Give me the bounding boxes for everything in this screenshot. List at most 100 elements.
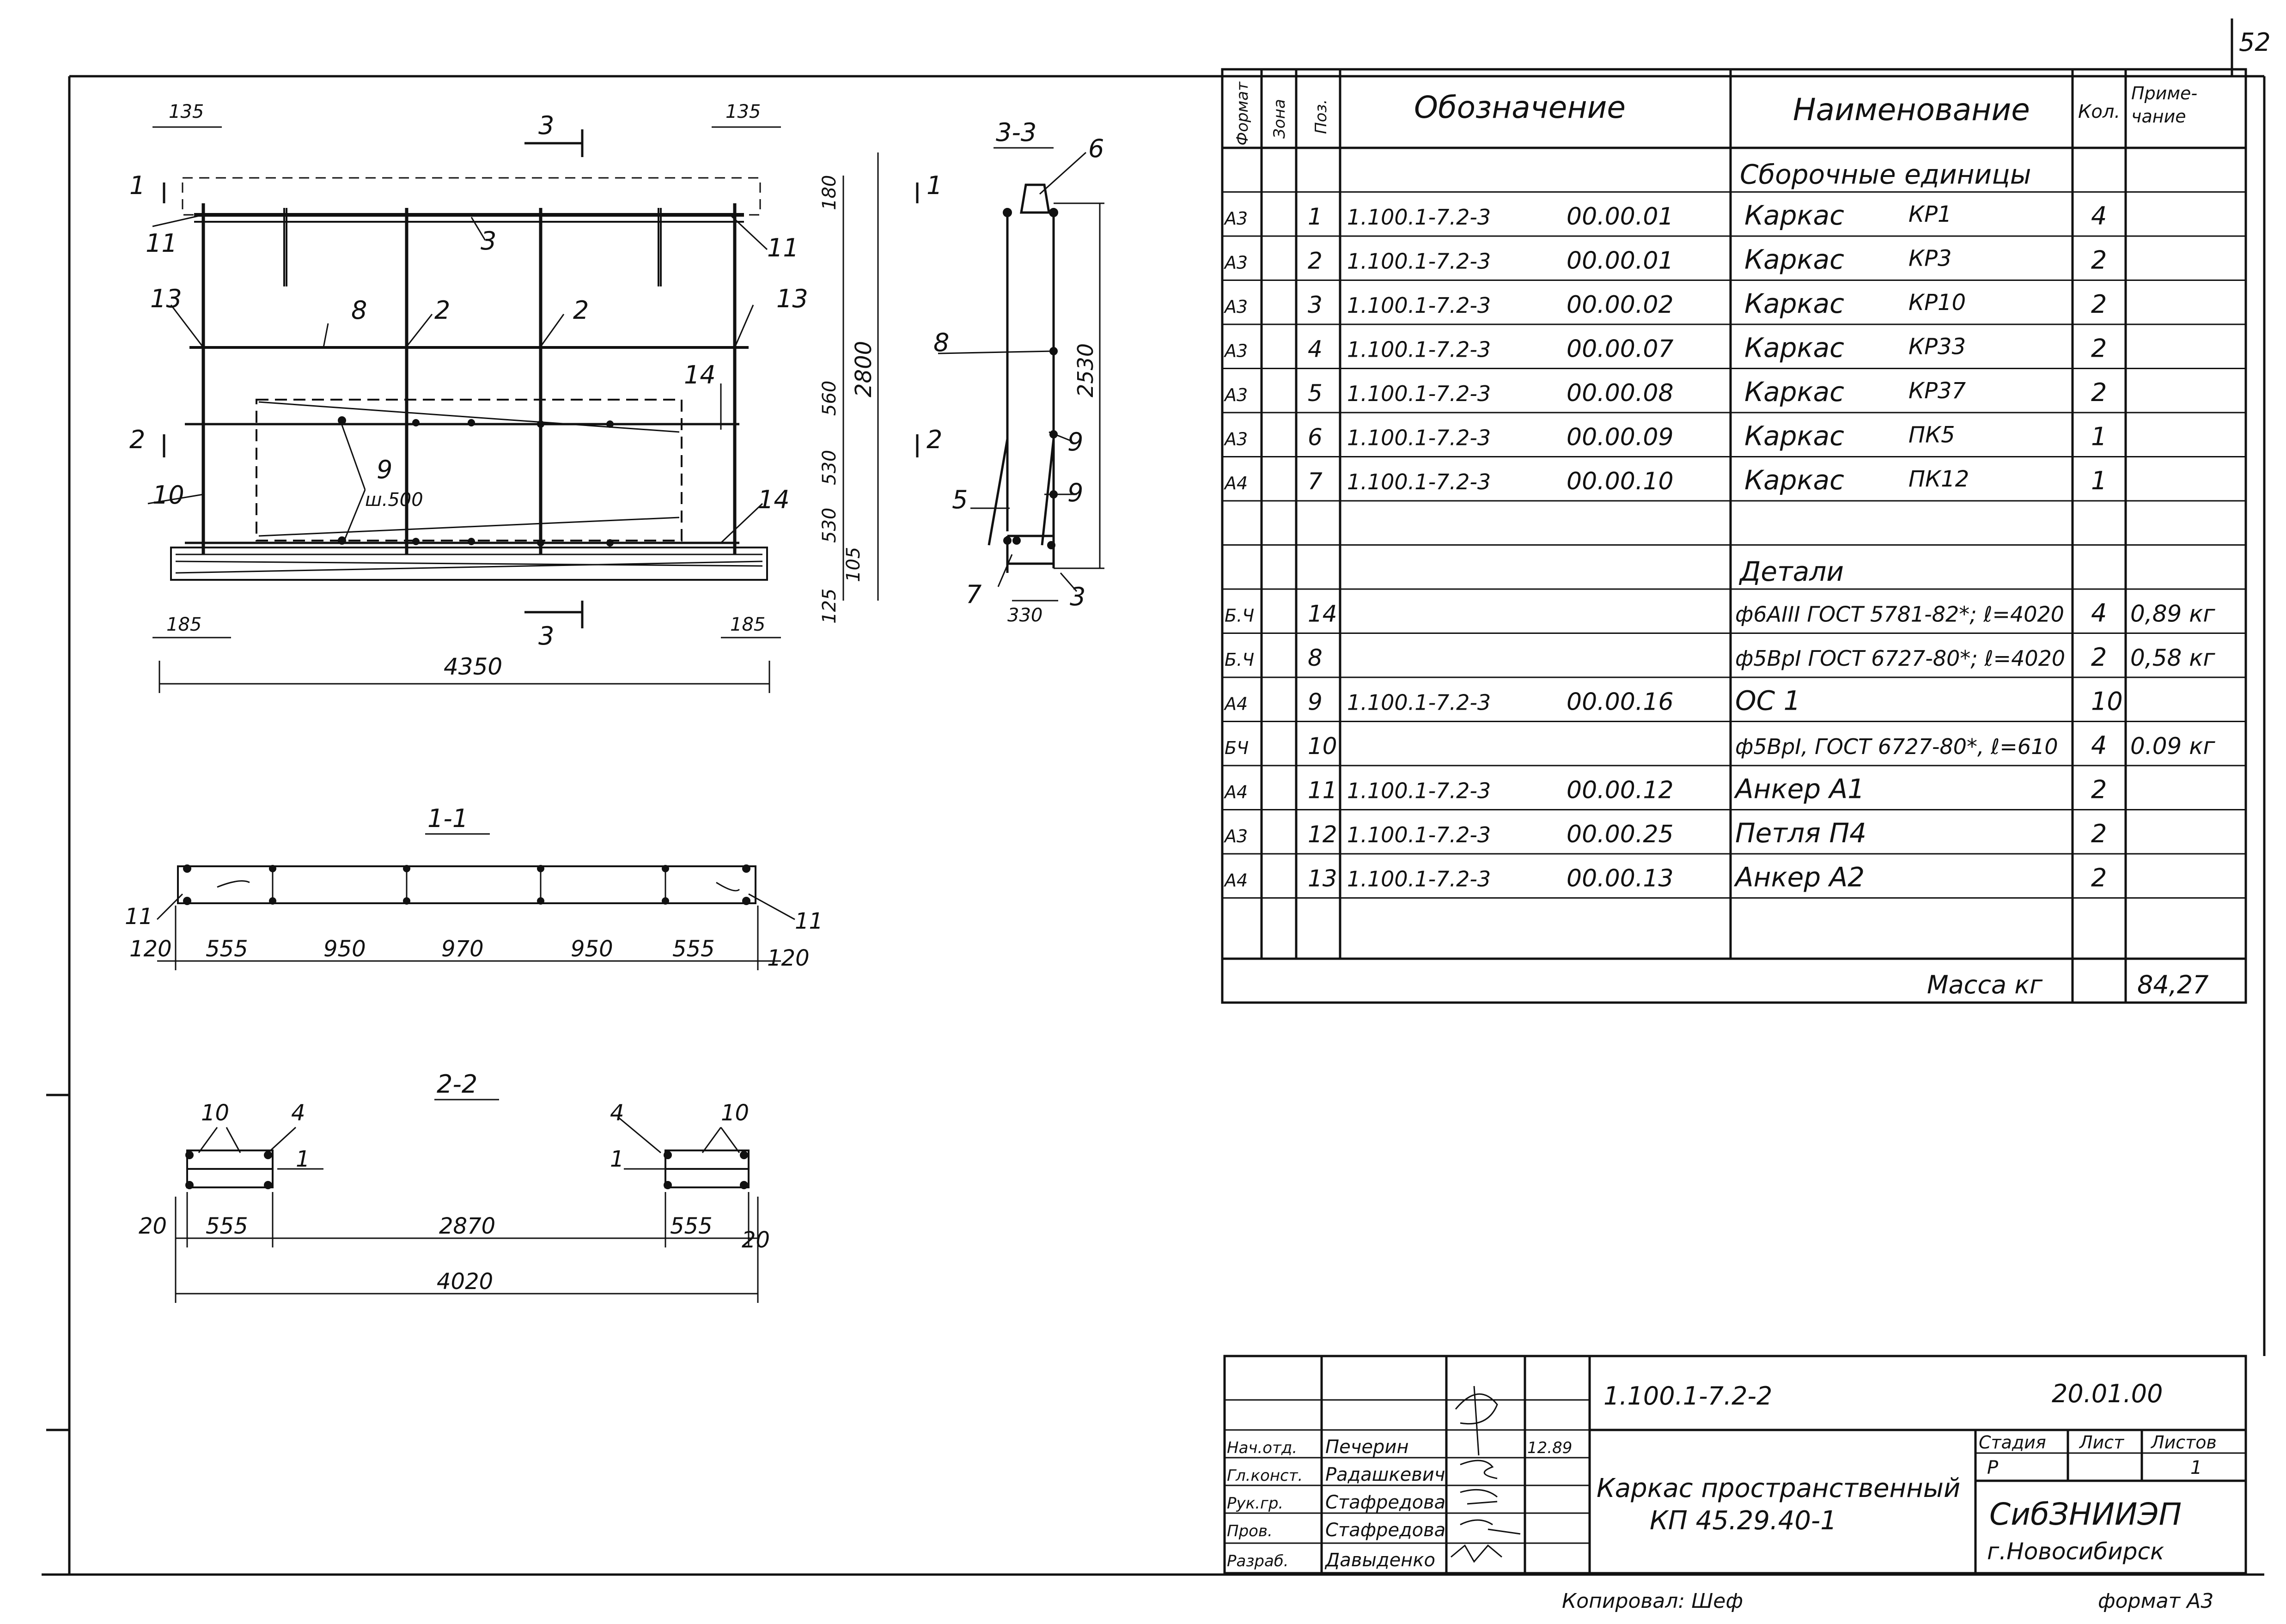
spec-mark: КР33 [1908,334,1966,360]
pitch-note: ш.500 [365,489,423,511]
spec-format: А4 [1223,782,1248,803]
spec-format: А3 [1223,208,1248,229]
section-1-1-texts: 1-1 11 11 120 555 950 970 950 555 120 [125,804,823,971]
spec-designation-code: 00.00.08 [1567,379,1674,407]
mass-value: 84,27 [2137,970,2209,999]
pos-11-s11-left: 11 [125,904,153,930]
spec-format: А4 [1223,473,1248,493]
dim-top-right: 135 [725,101,761,122]
spec-designation-code: 00.00.12 [1567,777,1674,804]
spec-pos: 2 [1308,248,1323,274]
section-mark-3-top: 3 [538,111,554,140]
dim-2530: 2530 [1073,343,1098,397]
col-note: Приме-чание [2131,83,2197,127]
dim-s22-4020: 4020 [437,1269,493,1295]
pos-1-s22-left: 1 [296,1146,310,1172]
sign-date: 12.89 [1527,1439,1572,1457]
org-name: СибЗНИИЭП [1989,1496,2182,1532]
spec-pos: 13 [1308,865,1337,892]
spec-designation-code: 00.00.09 [1567,424,1674,451]
spec-mark: КР37 [1908,378,1966,404]
spec-designation: 1.100.1-7.2-3 [1347,337,1491,362]
name-2: Радашкевич [1325,1464,1445,1485]
spec-format: БЧ [1225,738,1249,758]
title-block [1223,1355,2247,1575]
pos-6: 6 [1088,134,1104,163]
plan-bottom-beam [170,547,768,581]
plan-view [147,126,919,693]
dim-s11-950-left: 950 [323,936,366,962]
doc-date: 20.01.00 [2052,1379,2163,1408]
spec-mark: КР3 [1908,246,1952,272]
spec-name: ф5ВрI, ГОСТ 6727-80*, ℓ=610 [1735,734,2058,759]
copied-by: Копировал: Шеф [1562,1589,1743,1613]
spec-pos: 8 [1308,645,1323,671]
pos-11-s11-right: 11 [795,908,823,934]
product-line2: КП 45.29.40-1 [1650,1506,1837,1536]
spec-mark: ПК12 [1908,466,1969,492]
spec-pos: 10 [1308,733,1337,760]
dim-overall-4350: 4350 [444,653,502,680]
section-1-1-title: 1-1 [427,804,468,833]
role-dev: Разраб. [1227,1552,1289,1570]
dim-s11-120-left: 120 [129,936,172,962]
section-3-3-view [938,147,1104,602]
spec-name: Каркас [1744,332,1844,364]
section-mark-1-left: 1 [129,171,145,200]
spec-qty: 2 [2091,643,2107,672]
spec-designation: 1.100.1-7.2-3 [1347,469,1491,494]
dim-s22-20-left: 20 [139,1213,167,1239]
spec-designation-code: 00.00.01 [1567,203,1674,231]
spec-pos: 14 [1308,601,1337,627]
section-3-3-title: 3-3 [996,118,1036,147]
dim-s11-555-right: 555 [672,936,715,962]
org-city: г.Новосибирск [1987,1538,2164,1565]
spec-pos: 11 [1308,777,1337,804]
spec-designation: 1.100.1-7.2-3 [1347,293,1491,318]
name-4: Стафредова [1325,1520,1445,1541]
section-mark-3-bottom: 3 [538,621,554,651]
dim-height-2800: 2800 [851,341,877,397]
spec-name: Анкер А2 [1733,862,1865,893]
pos-8-section: 8 [933,328,949,357]
name-1: Печерин [1325,1436,1408,1458]
col-qty: Кол. [2078,101,2120,122]
spec-note: 0,89 кг [2130,601,2215,627]
spec-qty: 4 [2091,201,2107,231]
col-designation: Обозначение [1414,90,1626,125]
plan-texts: 3 3 1 1 2 2 135 135 185 185 4350 180 560… [129,101,942,680]
spec-name: Каркас [1744,288,1844,319]
dim-right-530b: 530 [819,508,840,543]
pos-14-bottom: 14 [758,485,790,514]
sheets-label: Листов [2150,1432,2217,1453]
spec-designation: 1.100.1-7.2-3 [1347,822,1491,847]
spec-designation: 1.100.1-7.2-3 [1347,426,1491,450]
dim-s22-555-left: 555 [206,1213,248,1239]
name-5: Давыденко [1324,1550,1435,1571]
role-head: Нач.отд. [1227,1439,1297,1457]
spec-name: ф6АIII ГОСТ 5781-82*; ℓ=4020 [1735,602,2064,627]
spec-designation-code: 00.00.01 [1567,247,1674,275]
role-chief: Гл.конст. [1227,1466,1303,1485]
spec-pos: 12 [1308,821,1337,848]
spec-name: Каркас [1744,244,1844,275]
col-pos: Поз. [1312,99,1330,134]
spec-qty: 4 [2091,731,2107,760]
title-block-texts: Нач.отд. Гл.конст. Рук.гр. Пров. Разраб.… [1227,1379,2217,1613]
pos-9: 9 [377,455,392,484]
spec-name: ф5ВрI ГОСТ 6727-80*; ℓ=4020 [1735,646,2065,671]
spec-mark: КР10 [1908,290,1966,316]
dim-right-125: 125 [819,589,840,624]
sheet-frame [42,18,2266,1576]
doc-code: 1.100.1-7.2-2 [1603,1381,1772,1411]
sheet-number: 52 [2239,28,2271,57]
spec-format: А4 [1223,870,1248,891]
dim-330: 330 [1007,605,1042,626]
dim-right-530a: 530 [819,450,840,485]
section-mark-2-right: 2 [927,425,942,454]
sheet-label: Лист [2079,1432,2125,1453]
spec-designation: 1.100.1-7.2-3 [1347,249,1491,274]
spec-format: А4 [1223,694,1248,714]
